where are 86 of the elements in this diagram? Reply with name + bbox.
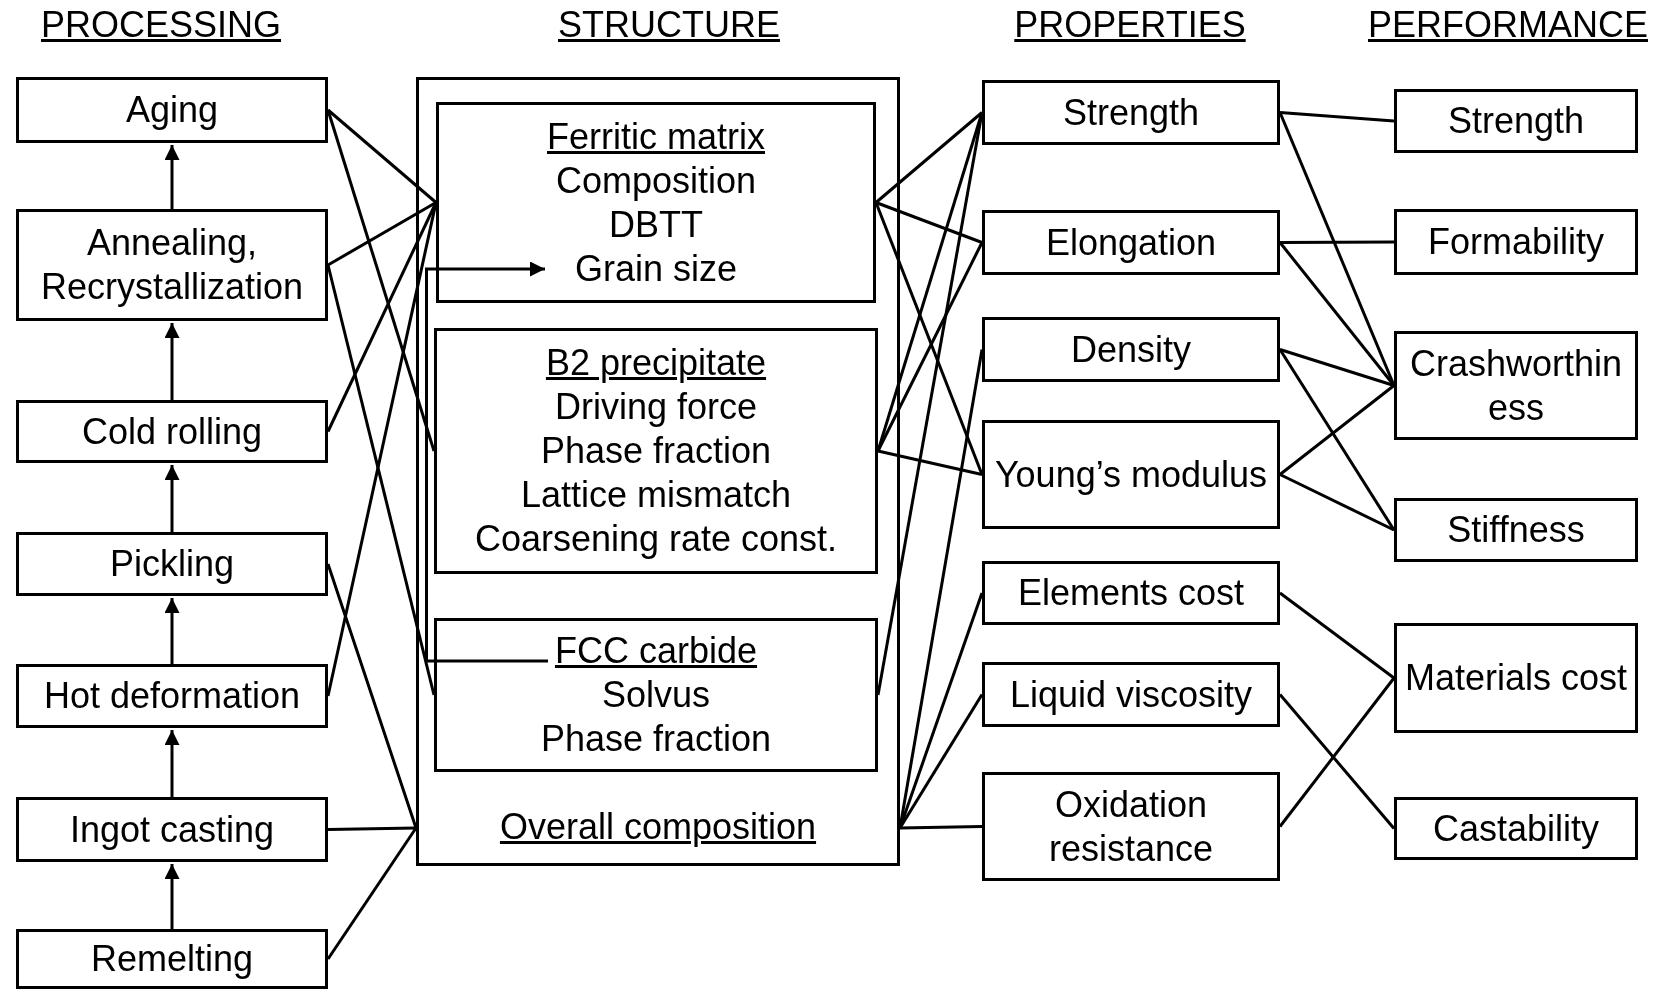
heading-label: Overall composition [499,805,817,849]
column-heading: PERFORMANCE [1368,4,1648,46]
node-label: Lattice mismatch [520,473,792,517]
connector-line [326,563,418,829]
connector-line [1278,348,1396,531]
process-box [982,420,1280,529]
column-heading: PROPERTIES [1014,4,1246,46]
node-label: Strength [1062,90,1200,135]
node-label: Elements cost [1017,571,1245,615]
node-label: Liquid viscosity [1009,672,1253,717]
connector-line [327,201,437,267]
arrow [164,730,180,797]
process-box [1394,623,1638,733]
connector-line [899,825,983,830]
process-box [982,80,1280,145]
process-box [1394,331,1638,440]
node-label: Elongation [1045,220,1217,265]
connector-line [326,827,418,960]
node-label: Grain size [574,246,738,291]
column-heading: PROCESSING [41,4,281,46]
structure-box [434,618,878,772]
process-box [1394,797,1638,860]
arrow [164,465,180,532]
node-label: Coarsening rate const. [474,517,838,561]
arrow [164,323,180,400]
connector-line [326,109,436,452]
process-box [1394,89,1638,153]
process-box [982,561,1280,625]
process-box [982,772,1280,881]
process-box [982,662,1280,727]
node-label: Phase fraction [540,717,772,761]
arrow [425,261,548,663]
connector-line [1279,111,1395,123]
connector-line [1279,591,1395,680]
node-label: Crashworthiness [1408,341,1624,430]
structure-box [436,102,876,303]
process-box [16,929,328,989]
node-label: Driving force [554,385,758,429]
structure-box [434,328,878,574]
heading-label: FCC carbide [554,629,758,673]
connector-line [327,826,417,831]
process-box [982,210,1280,275]
column-heading: STRUCTURE [558,4,780,46]
node-label: Phase fraction [540,429,772,473]
node-label: Strength [1447,99,1585,143]
node-label: Oxidation resistance [1047,782,1215,871]
node-label: Stiffness [1447,508,1585,552]
process-box [1394,498,1638,562]
connector-line [874,201,984,476]
process-box [16,400,328,463]
process-box [1394,209,1638,275]
heading-label: B2 precipitate [545,341,767,385]
process-box [982,317,1280,382]
arrow [164,598,180,664]
heading-label: Ferritic matrix [547,114,765,159]
process-box [16,209,328,321]
node-label: Castability [1432,806,1600,851]
node-label: Composition [555,158,757,203]
process-box [16,797,328,862]
connector-line [877,449,983,476]
node-label: DBTT [609,202,703,247]
node-label: Cold rolling [81,409,263,454]
connector-line [875,201,983,244]
node-label: Ingot casting [69,807,275,852]
structure-panel [416,77,900,866]
node-label: Materials cost [1404,656,1628,700]
connector-line [1279,473,1395,532]
node-label: Aging [125,88,219,132]
connector-line [1279,348,1395,387]
node-label: Annealing, Recrystallization [39,221,305,309]
connector-line [327,108,437,204]
node-label: Remelting [90,937,254,981]
node-label: Density [1070,327,1191,372]
node-label: Young’s modulus [994,452,1268,497]
arrow [164,145,180,209]
arrow [164,864,180,929]
node-label: Hot deformation [43,674,301,718]
node-label: Formability [1428,220,1604,264]
connector-line [1280,240,1394,244]
node-label: Solvus [601,673,711,717]
process-box [16,532,328,596]
connector-line [875,111,983,204]
process-box [16,77,328,143]
connector-line [1279,384,1395,476]
process-box [16,664,328,728]
node-label: Pickling [109,542,235,586]
